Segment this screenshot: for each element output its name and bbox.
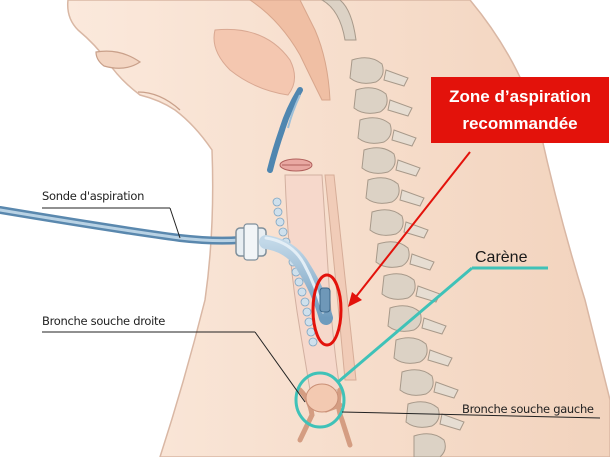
bronche-droite-label: Bronche souche droite [42, 314, 165, 328]
sonde-label: Sonde d'aspiration [42, 189, 144, 203]
zone-title-line2: recommandée [431, 110, 609, 137]
zone-title-line1: Zone d’aspiration [431, 83, 609, 110]
carina-region [306, 384, 338, 412]
connector-cuff [244, 224, 258, 260]
catheter-tip [320, 288, 330, 312]
recommended-zone-callout: Zone d’aspiration recommandée [431, 77, 609, 143]
bronche-gauche-label: Bronche souche gauche [462, 402, 594, 416]
carene-label: Carène [475, 249, 528, 266]
